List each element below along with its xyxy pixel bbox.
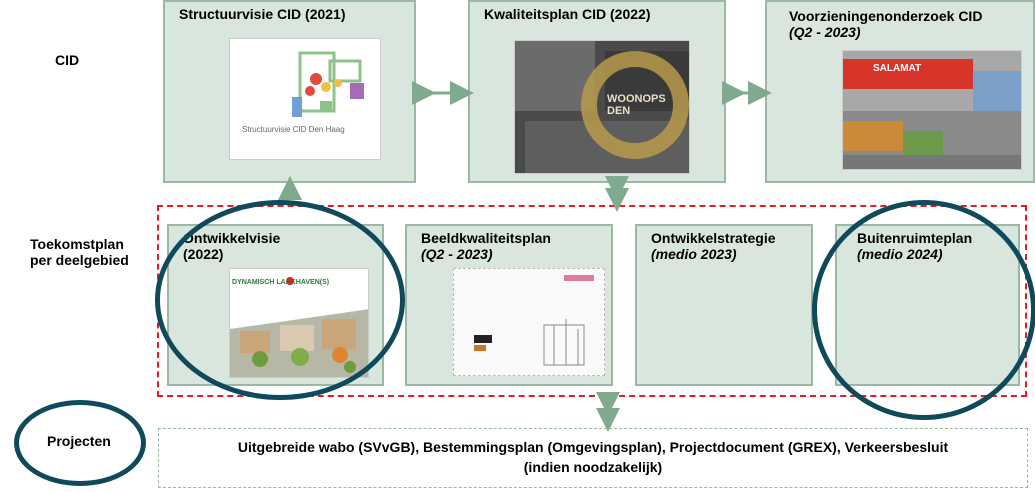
row-label-cid: CID — [55, 52, 80, 68]
beeldkwaliteitsplan-box[interactable]: Beeldkwaliteitsplan (Q2 - 2023) — [405, 224, 613, 386]
projecten-line1: Uitgebreide wabo (SVvGB), Bestemmingspla… — [237, 439, 949, 455]
row-label-toekomstplan-line1: Toekomstplan — [30, 236, 124, 252]
kwaliteitsplan-photo-collage — [515, 41, 689, 173]
highlight-ring-projecten — [14, 400, 146, 486]
beeldkwaliteitsplan-title: Beeldkwaliteitsplan — [421, 230, 551, 246]
structuurvisie-thumbnail: Structuurvisie CID Den Haag — [229, 38, 381, 160]
row-label-toekomstplan: Toekomstplan per deelgebied — [30, 236, 129, 268]
voorzieningen-thumbnail: SALAMAT — [842, 50, 1022, 170]
kwaliteitsplan-box[interactable]: Kwaliteitsplan CID (2022) WOONOPS DEN — [468, 0, 726, 183]
projecten-line2: (indien noodzakelijk) — [523, 459, 663, 475]
structuurvisie-box[interactable]: Structuurvisie CID (2021) Structuurvisie… — [163, 0, 416, 183]
highlight-ring-buitenruimteplan — [812, 200, 1035, 420]
highlight-ring-ontwikkelvisie — [155, 200, 405, 400]
voorzieningen-awning-text: SALAMAT — [873, 63, 922, 74]
beeldkwaliteitsplan-thumbnail — [453, 268, 605, 376]
ontwikkelstrategie-box[interactable]: Ontwikkelstrategie (medio 2023) — [635, 224, 813, 386]
beeldkwaliteitsplan-title-group: Beeldkwaliteitsplan (Q2 - 2023) — [421, 230, 551, 262]
ontwikkelstrategie-title-group: Ontwikkelstrategie (medio 2023) — [651, 230, 776, 262]
ontwikkelstrategie-subtitle: (medio 2023) — [651, 246, 737, 262]
voorzieningenonderzoek-title: Voorzieningenonderzoek CID — [789, 8, 983, 24]
voorzieningenonderzoek-title-group: Voorzieningenonderzoek CID (Q2 - 2023) — [789, 8, 982, 40]
kwaliteitsplan-thumbnail: WOONOPS DEN — [514, 40, 690, 174]
row-label-projecten: Projecten — [47, 433, 111, 449]
kwaliteitsplan-title: Kwaliteitsplan CID (2022) — [484, 6, 651, 22]
row-label-toekomstplan-line2: per deelgebied — [30, 252, 129, 268]
beeldkwaliteitsplan-subtitle: (Q2 - 2023) — [421, 246, 493, 262]
structuurvisie-title: Structuurvisie CID (2021) — [179, 6, 346, 22]
voorzieningenonderzoek-subtitle: (Q2 - 2023) — [789, 24, 861, 40]
structuurvisie-caption: Structuurvisie CID Den Haag — [242, 125, 345, 134]
structuurvisie-map-image — [292, 51, 364, 117]
voorzieningen-shop-photo — [843, 51, 1021, 169]
kwaliteitsplan-overlay-text: WOONOPS DEN — [607, 93, 666, 117]
projecten-box: Uitgebreide wabo (SVvGB), Bestemmingspla… — [158, 428, 1028, 488]
beeldkwaliteitsplan-cover-image — [454, 269, 604, 375]
voorzieningenonderzoek-box[interactable]: Voorzieningenonderzoek CID (Q2 - 2023) S… — [765, 0, 1035, 183]
ontwikkelstrategie-title: Ontwikkelstrategie — [651, 230, 776, 246]
